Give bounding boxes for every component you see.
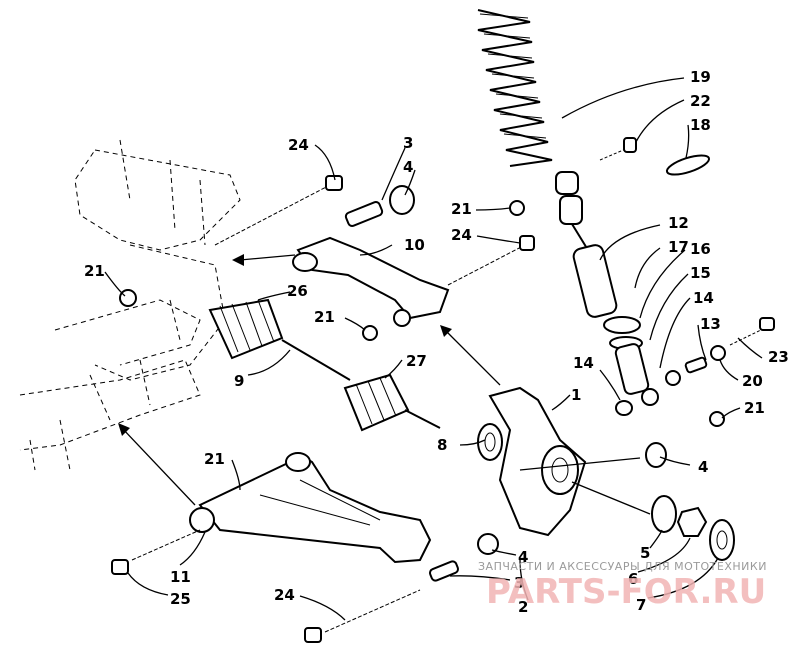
callout-21: 21 xyxy=(84,262,105,280)
callout-15: 15 xyxy=(690,264,711,282)
hub-parts xyxy=(651,495,735,561)
callout-9: 9 xyxy=(234,372,244,390)
callout-13: 13 xyxy=(700,315,721,333)
callout-21: 21 xyxy=(744,399,765,417)
callout-4: 4 xyxy=(403,158,413,176)
leader-lines xyxy=(104,77,763,621)
small-hardware xyxy=(615,317,775,468)
callout-23: 23 xyxy=(768,348,789,366)
callout-27: 27 xyxy=(406,352,427,370)
watermark-brand: PARTS-FOR.RU xyxy=(486,572,766,612)
cv-axle xyxy=(208,298,441,432)
bearing-8 xyxy=(477,423,503,461)
callout-2: 2 xyxy=(518,598,528,616)
washer-18 xyxy=(665,154,711,176)
callout-6: 6 xyxy=(628,570,638,588)
lower-a-arm xyxy=(189,452,432,564)
callout-21: 21 xyxy=(204,450,225,468)
assembly-arrows xyxy=(118,254,651,515)
callout-21: 21 xyxy=(451,200,472,218)
callout-8: 8 xyxy=(437,436,447,454)
callout-20: 20 xyxy=(742,372,763,390)
callout-labels: 19 22 18 24 3 4 21 24 10 12 17 16 15 14 … xyxy=(84,68,789,616)
callout-26: 26 xyxy=(287,282,308,300)
callout-14: 14 xyxy=(573,354,594,372)
callout-10: 10 xyxy=(404,236,425,254)
callout-3: 3 xyxy=(403,134,413,152)
callout-18: 18 xyxy=(690,116,711,134)
callout-17: 17 xyxy=(668,238,689,256)
callout-21: 21 xyxy=(314,308,335,326)
callout-4: 4 xyxy=(518,548,528,566)
lower-bolts xyxy=(111,529,499,643)
callout-12: 12 xyxy=(668,214,689,232)
watermark-tagline: ЗАПЧАСТИ И АКСЕССУАРЫ ДЛЯ МОТОТЕХНИКИ xyxy=(478,560,767,573)
long-bolt-24b xyxy=(447,235,535,286)
callout-24: 24 xyxy=(451,226,472,244)
callout-11: 11 xyxy=(170,568,191,586)
callout-5: 5 xyxy=(640,544,650,562)
callout-25: 25 xyxy=(170,590,191,608)
callout-14: 14 xyxy=(693,289,714,307)
frame-outline xyxy=(19,139,241,471)
bushing-upper xyxy=(344,185,415,228)
callout-24: 24 xyxy=(288,136,309,154)
shock-absorber xyxy=(555,171,659,406)
callout-7: 7 xyxy=(636,596,646,614)
callout-19: 19 xyxy=(690,68,711,86)
callout-3: 3 xyxy=(514,574,524,592)
callout-22: 22 xyxy=(690,92,711,110)
callout-4: 4 xyxy=(698,458,708,476)
nut-21 xyxy=(119,200,725,504)
steering-knuckle xyxy=(488,386,587,537)
callout-16: 16 xyxy=(690,240,711,258)
callout-24: 24 xyxy=(274,586,295,604)
upper-a-arm xyxy=(292,236,450,327)
watermark: ЗАПЧАСТИ И АКСЕССУАРЫ ДЛЯ МОТОТЕХНИКИ PA… xyxy=(478,560,767,612)
coil-spring xyxy=(477,9,553,167)
long-bolt-24a xyxy=(214,175,343,246)
callout-1: 1 xyxy=(571,386,581,404)
bolt-22 xyxy=(599,137,637,161)
